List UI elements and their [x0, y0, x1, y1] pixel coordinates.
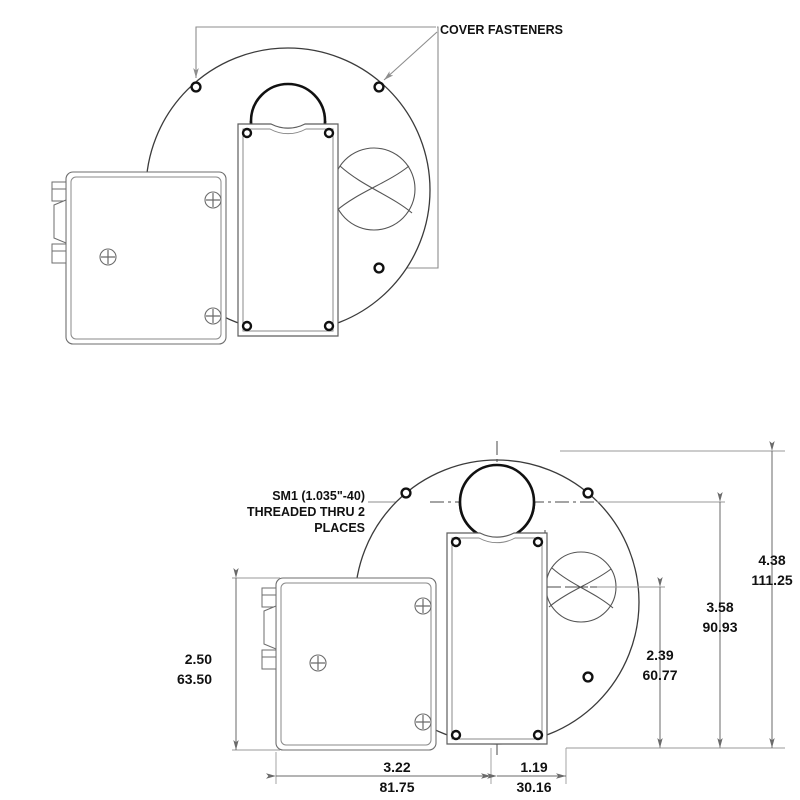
plate-bolt-tl-bottom [450, 536, 462, 548]
housing-screw-upper-top [204, 191, 222, 209]
housing-inner-top [70, 176, 222, 340]
dimension-annotations: 2.50 63.50 3.22 81.75 1.19 30.16 2.39 60… [177, 441, 793, 795]
plate-inner-bottom [451, 537, 543, 740]
dim-housing-width-inch: 3.22 [383, 759, 410, 775]
mounting-plate-bottom [446, 532, 548, 745]
housing-body-top [65, 171, 227, 345]
cover-fasteners-callout: COVER FASTENERS [193, 23, 563, 271]
dim-lens-height-mm: 60.77 [642, 667, 677, 683]
housing-body-bottom [275, 577, 437, 751]
housing-screw-lower-bottom [414, 713, 432, 731]
housing-screw-center-bottom [309, 654, 327, 672]
plate-inner-top [242, 128, 334, 332]
dsub-connector-top [51, 181, 67, 264]
lens-arc-b-top [335, 165, 410, 212]
dimension-width-plate: 1.19 30.16 [487, 748, 567, 795]
cover-fasteners-leader-3 [388, 26, 439, 271]
housing-screw-center-top [99, 248, 117, 266]
dim-port-height-inch: 3.58 [706, 599, 733, 615]
housing-inner-bottom [280, 582, 432, 746]
dim-overall-height-mm: 111.25 [751, 572, 792, 588]
plate-bolt-br-top [323, 320, 335, 332]
dim-housing-height-mm: 63.50 [177, 671, 212, 687]
dim-plate-width-mm: 30.16 [516, 779, 551, 795]
plate-bolt-tr-top [323, 127, 335, 139]
plate-bolt-br-bottom [532, 729, 544, 741]
dim-housing-width-mm: 81.75 [379, 779, 414, 795]
dimension-height-port: 3.58 90.93 [597, 492, 738, 748]
dimension-height-housing: 2.50 63.50 [177, 568, 280, 751]
dim-overall-height-inch: 4.38 [758, 552, 785, 568]
dsub-connector-bottom [261, 587, 277, 670]
main-housing-bottom [275, 577, 437, 751]
plate-bolt-bl-top [241, 320, 253, 332]
plate-bolt-tl-top [241, 127, 253, 139]
housing-screw-upper-bottom [414, 597, 432, 615]
dimension-width-housing: 3.22 81.75 [266, 748, 492, 795]
lens-arc-a-bottom [551, 567, 614, 609]
connector-flange-lower2-bottom [261, 656, 277, 670]
cover-fastener-hole-bottom-1 [400, 487, 412, 499]
mounting-plate-top [237, 123, 339, 337]
connector-flange-upper2-top [51, 188, 67, 202]
plate-body-bottom [446, 532, 548, 745]
connector-flange-lower2-top [51, 250, 67, 264]
housing-screw-lower-top [204, 307, 222, 325]
connector-flange-upper2-bottom [261, 594, 277, 608]
cover-fastener-hole-2 [373, 81, 385, 93]
sm1-note-line2: THREADED THRU 2 [247, 505, 365, 519]
sm1-note-line3: PLACES [314, 521, 365, 535]
dim-housing-height-inch: 2.50 [185, 651, 212, 667]
cover-fasteners-leader-1 [193, 26, 436, 78]
plate-bolt-tr-bottom [532, 536, 544, 548]
cover-fastener-hole-bottom-2 [582, 487, 594, 499]
connector-shell-top [53, 199, 67, 244]
connector-shell-bottom [263, 605, 277, 650]
cover-fasteners-leader-2 [383, 31, 438, 81]
plate-body-top [237, 123, 339, 337]
bottom-view-group: SM1 (1.035"-40) THREADED THRU 2 PLACES [247, 441, 680, 755]
dim-lens-height-inch: 2.39 [646, 647, 673, 663]
cover-fastener-hole-bottom-3 [582, 671, 594, 683]
main-housing-top [65, 171, 227, 345]
sm1-note-line1: SM1 (1.035"-40) [272, 489, 365, 503]
cover-fastener-hole-1 [190, 81, 202, 93]
plate-bolt-bl-bottom [450, 729, 462, 741]
cover-fasteners-label: COVER FASTENERS [440, 23, 563, 37]
cover-fastener-hole-3 [373, 262, 385, 274]
lens-arc-a-top [339, 165, 413, 214]
dim-plate-width-inch: 1.19 [520, 759, 547, 775]
top-view-group: COVER FASTENERS [51, 23, 563, 345]
dimension-height-overall: 4.38 111.25 [560, 441, 793, 749]
dim-port-height-mm: 90.93 [702, 619, 737, 635]
